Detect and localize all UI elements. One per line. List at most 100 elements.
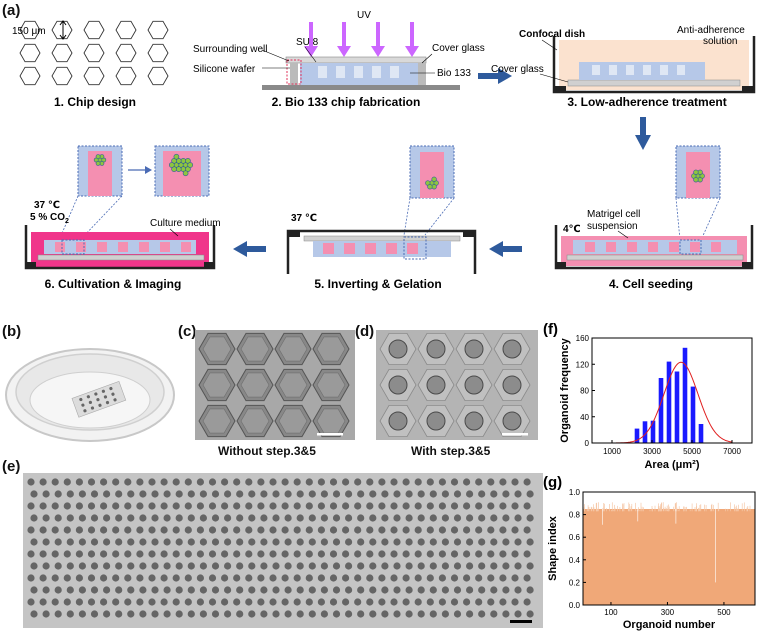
array-organoid (378, 598, 386, 606)
array-organoid (221, 526, 229, 534)
array-organoid (39, 550, 47, 558)
step-3-title: 3. Low-adherence treatment (567, 95, 726, 109)
array-organoid (526, 562, 534, 570)
array-organoid (478, 586, 486, 594)
array-organoid (75, 478, 83, 486)
array-organoid (30, 586, 38, 594)
array-organoid (514, 490, 522, 498)
micrograph-without-steps (195, 330, 355, 440)
array-organoid (78, 610, 86, 618)
array-organoid (148, 598, 156, 606)
y-tick-label: 160 (576, 334, 590, 343)
array-organoid (139, 538, 147, 546)
cover-glass-label: Cover glass (491, 64, 544, 75)
array-organoid (450, 574, 459, 582)
array-organoid (27, 598, 35, 606)
array-organoid (441, 538, 449, 546)
chip-well-dot (103, 395, 108, 399)
array-organoid (103, 586, 111, 594)
array-organoid (139, 562, 147, 570)
array-organoid (196, 478, 204, 486)
uv-label: UV (357, 10, 371, 21)
array-organoid (499, 574, 507, 582)
y-tick-label: 0.2 (569, 578, 581, 587)
array-organoid (463, 526, 471, 534)
chip-well-dot (79, 397, 83, 402)
array-organoid (305, 502, 313, 510)
array-organoid (172, 526, 180, 534)
array-organoid (260, 538, 268, 546)
matrigel-label-2: suspension (587, 221, 638, 232)
array-organoid (42, 538, 50, 546)
array-organoid (87, 574, 96, 582)
organoid-spheroid (426, 375, 446, 395)
array-organoid (148, 526, 156, 534)
chip-well-dot (83, 409, 87, 413)
array-organoid (87, 598, 96, 606)
array-organoid (211, 562, 220, 570)
array-organoid (426, 526, 434, 534)
array-organoid (354, 526, 362, 534)
array-organoid (466, 514, 474, 522)
chip-hexagon (147, 66, 169, 86)
array-organoid (260, 562, 268, 570)
array-organoid (354, 598, 362, 606)
array-organoid (345, 490, 353, 498)
silicone-wafer-label: Silicone wafer (193, 64, 256, 75)
array-organoid (224, 514, 232, 522)
scale-label: 150 μm (12, 26, 46, 37)
array-organoid (478, 514, 486, 522)
confocal-dish-photo (5, 348, 175, 442)
array-organoid (308, 610, 316, 618)
small-organoid-cluster (93, 154, 107, 166)
array-organoid (499, 502, 507, 510)
array-organoid (390, 574, 398, 582)
y-axis-label: Shape index (547, 515, 559, 581)
surrounding-well (290, 63, 298, 85)
array-organoid (393, 514, 401, 522)
cover-glass-top (285, 56, 427, 64)
array-organoid (54, 514, 62, 522)
array-organoid (293, 478, 301, 486)
array-organoid (184, 598, 192, 606)
array-organoid (39, 478, 47, 486)
array-organoid (511, 574, 519, 582)
array-organoid (90, 514, 99, 522)
cover-glass-3 (567, 79, 741, 87)
temp-37-5-label: 37 ℃ (291, 213, 317, 224)
array-organoid (354, 550, 362, 558)
array-organoid (390, 526, 398, 534)
histogram-bar (650, 420, 656, 443)
organoid-spheroid (464, 375, 484, 395)
array-organoid (221, 478, 229, 486)
array-organoid (90, 490, 99, 498)
array-organoid (236, 562, 244, 570)
array-organoid (463, 574, 471, 582)
array-organoid (211, 610, 220, 618)
array-organoid (417, 538, 425, 546)
array-organoid (260, 610, 268, 618)
array-organoid (405, 514, 413, 522)
array-organoid (281, 598, 289, 606)
array-organoid (499, 526, 507, 534)
array-organoid (342, 502, 350, 510)
array-organoid (272, 562, 280, 570)
chip-hexagon (115, 43, 137, 63)
array-organoid (511, 478, 519, 486)
chip-hexagon (115, 66, 137, 86)
array-organoid (269, 502, 277, 510)
chip-hexagon (83, 66, 105, 86)
array-organoid (208, 478, 217, 486)
array-organoid (199, 490, 207, 498)
array-organoid (245, 550, 253, 558)
array-organoid (269, 574, 277, 582)
array-organoid (66, 610, 74, 618)
array-organoid (115, 490, 123, 498)
array-organoid (453, 562, 462, 570)
array-organoid (487, 478, 495, 486)
array-organoid (124, 526, 132, 534)
array-organoid (342, 526, 350, 534)
array-organoid (63, 502, 71, 510)
array-organoid (305, 574, 313, 582)
